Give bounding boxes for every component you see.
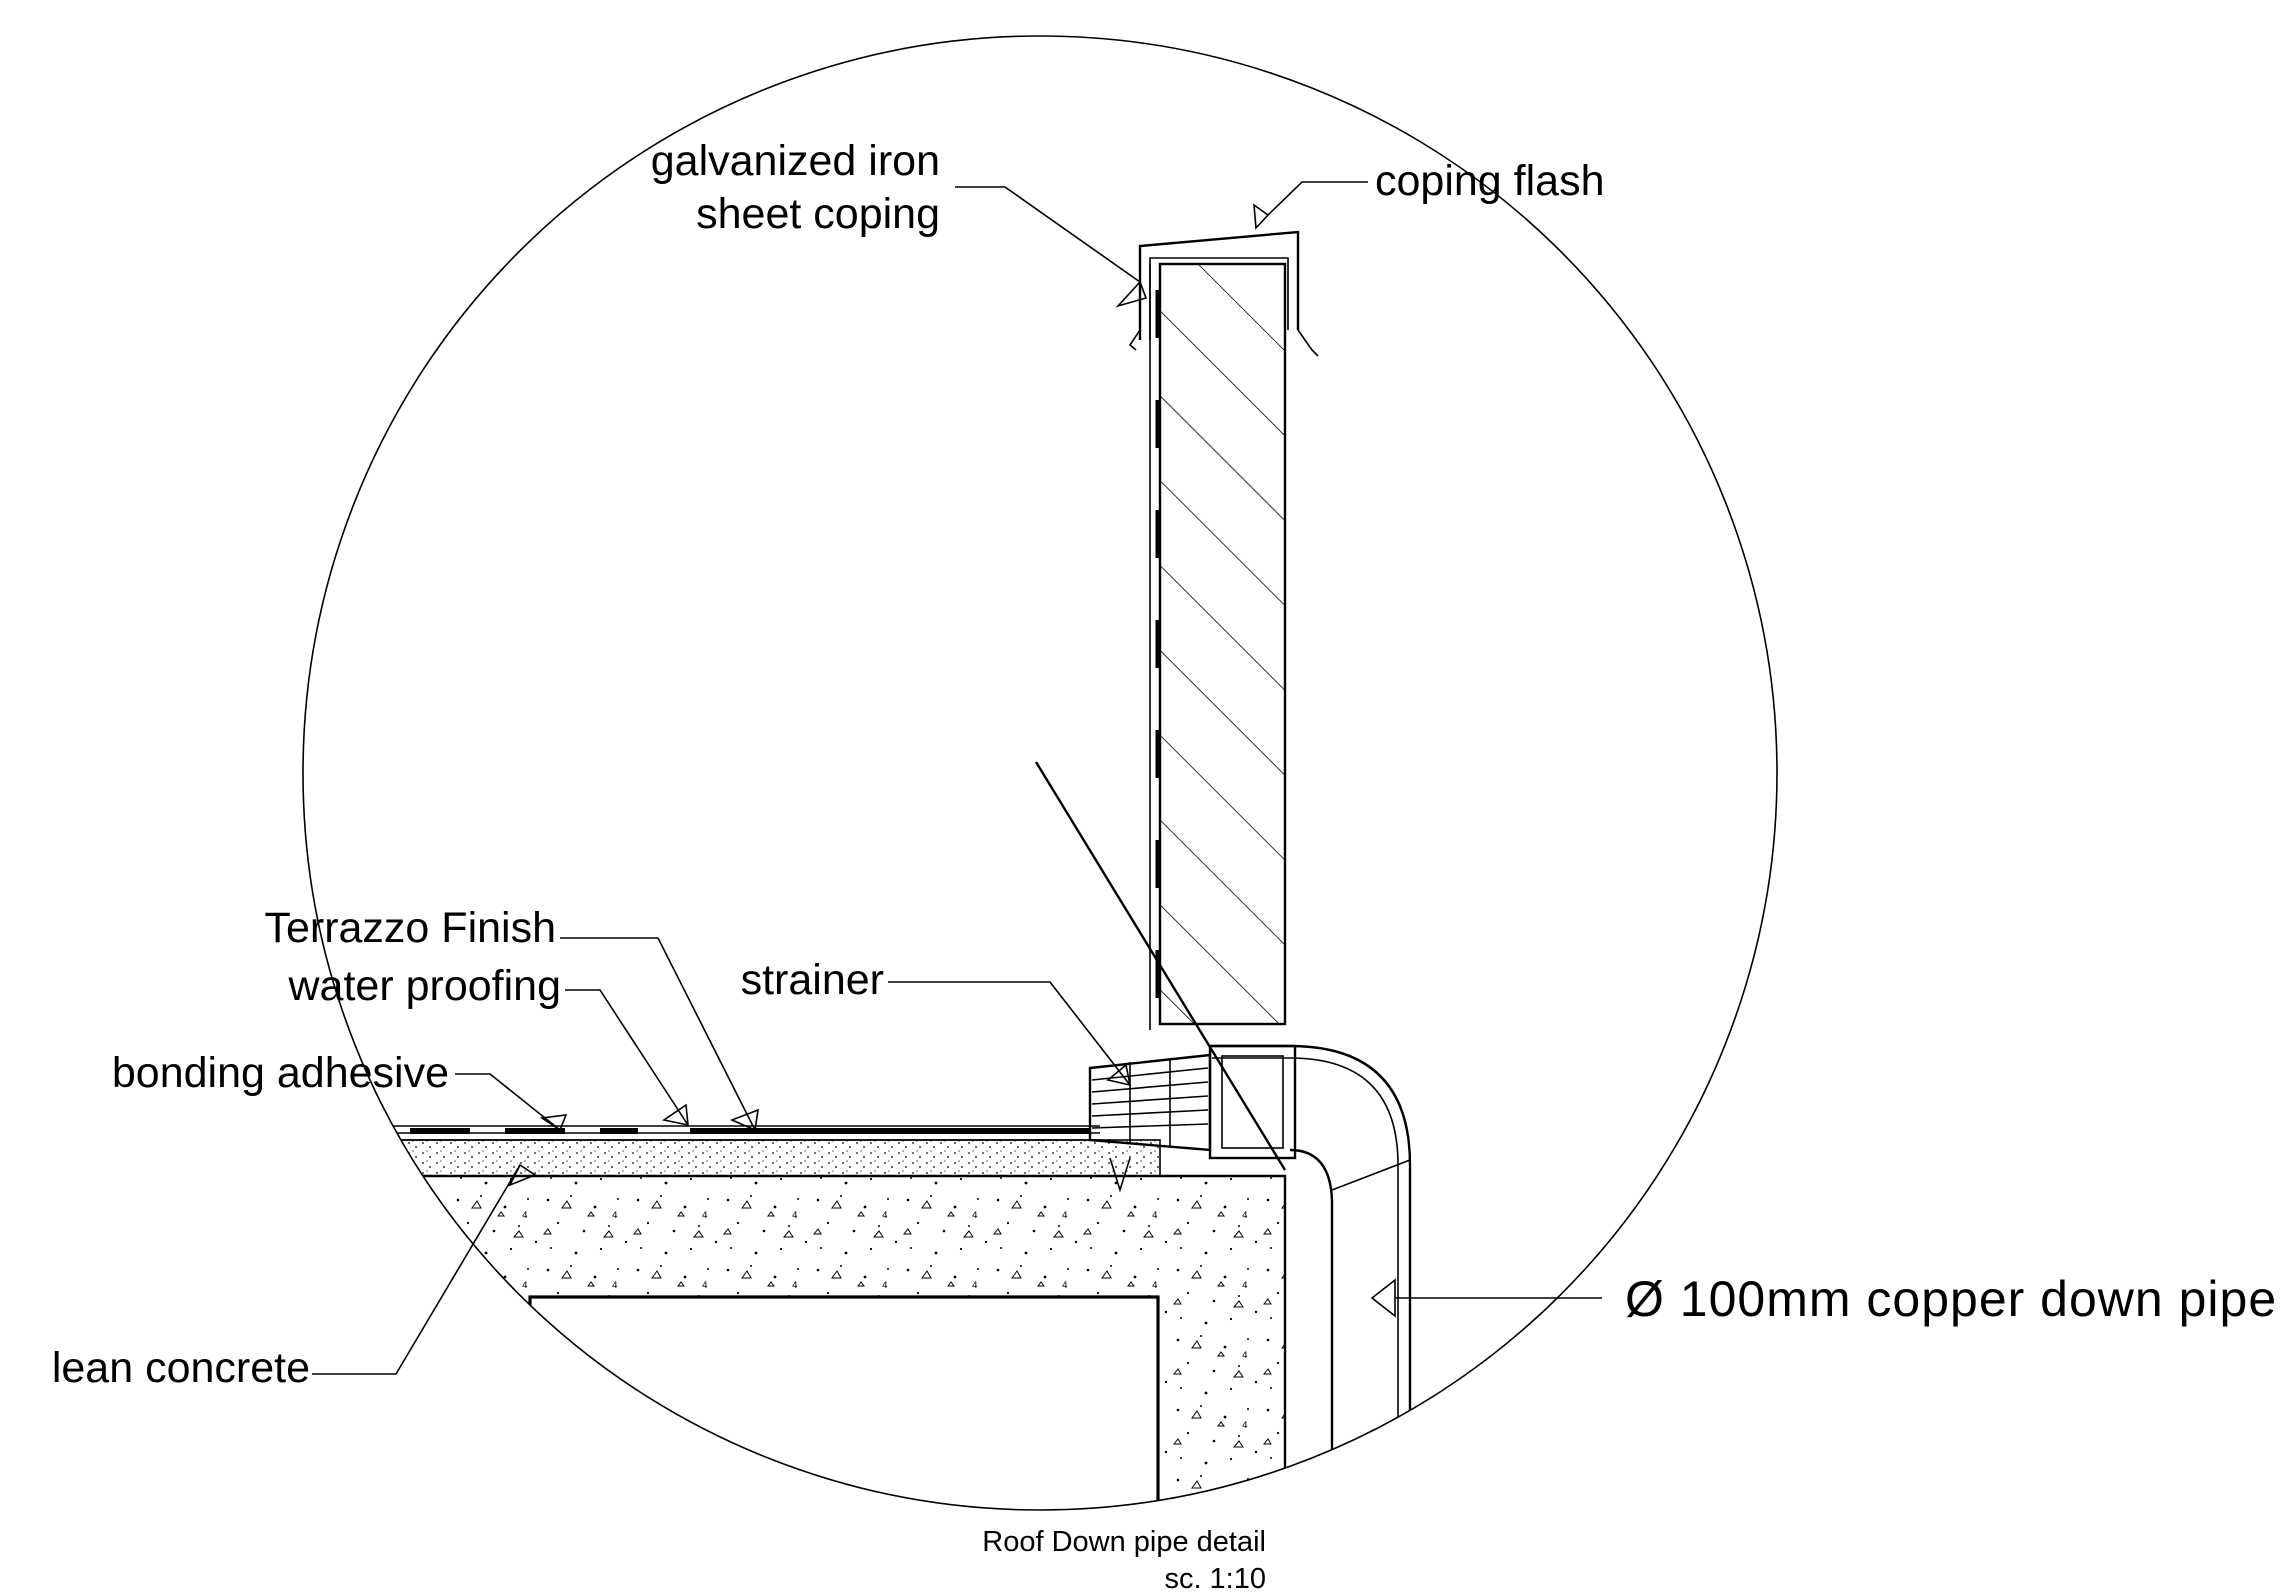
roof-slab bbox=[303, 1176, 1285, 1510]
lean-concrete-layer bbox=[303, 1139, 1161, 1177]
label-coping-flash: coping flash bbox=[1375, 157, 1605, 205]
label-galvanized-line2: sheet coping bbox=[696, 190, 940, 238]
label-terrazzo-finish: Terrazzo Finish bbox=[264, 904, 556, 952]
galvanized-coping bbox=[1138, 230, 1300, 340]
label-water-proofing: water proofing bbox=[288, 962, 562, 1010]
copper-down-pipe bbox=[1212, 1044, 1412, 1510]
drawing-title: Roof Down pipe detail bbox=[982, 1526, 1266, 1558]
drawing-scale: sc. 1:10 bbox=[1164, 1563, 1266, 1594]
label-strainer: strainer bbox=[741, 956, 884, 1004]
label-lean-concrete: lean concrete bbox=[52, 1344, 310, 1392]
strainer-grille bbox=[1088, 1053, 1212, 1152]
detail-circle bbox=[302, 35, 1778, 1511]
terrazzo-finish-layer bbox=[410, 1128, 1090, 1134]
leader-lines bbox=[312, 181, 1602, 1375]
label-galvanized-line1: galvanized iron bbox=[651, 137, 940, 185]
label-bonding-adhesive: bonding adhesive bbox=[112, 1049, 449, 1097]
parapet-wall bbox=[1158, 262, 1287, 1026]
label-down-pipe: Ø 100mm copper down pipe bbox=[1625, 1271, 2277, 1327]
section-geometry bbox=[303, 230, 1412, 1510]
